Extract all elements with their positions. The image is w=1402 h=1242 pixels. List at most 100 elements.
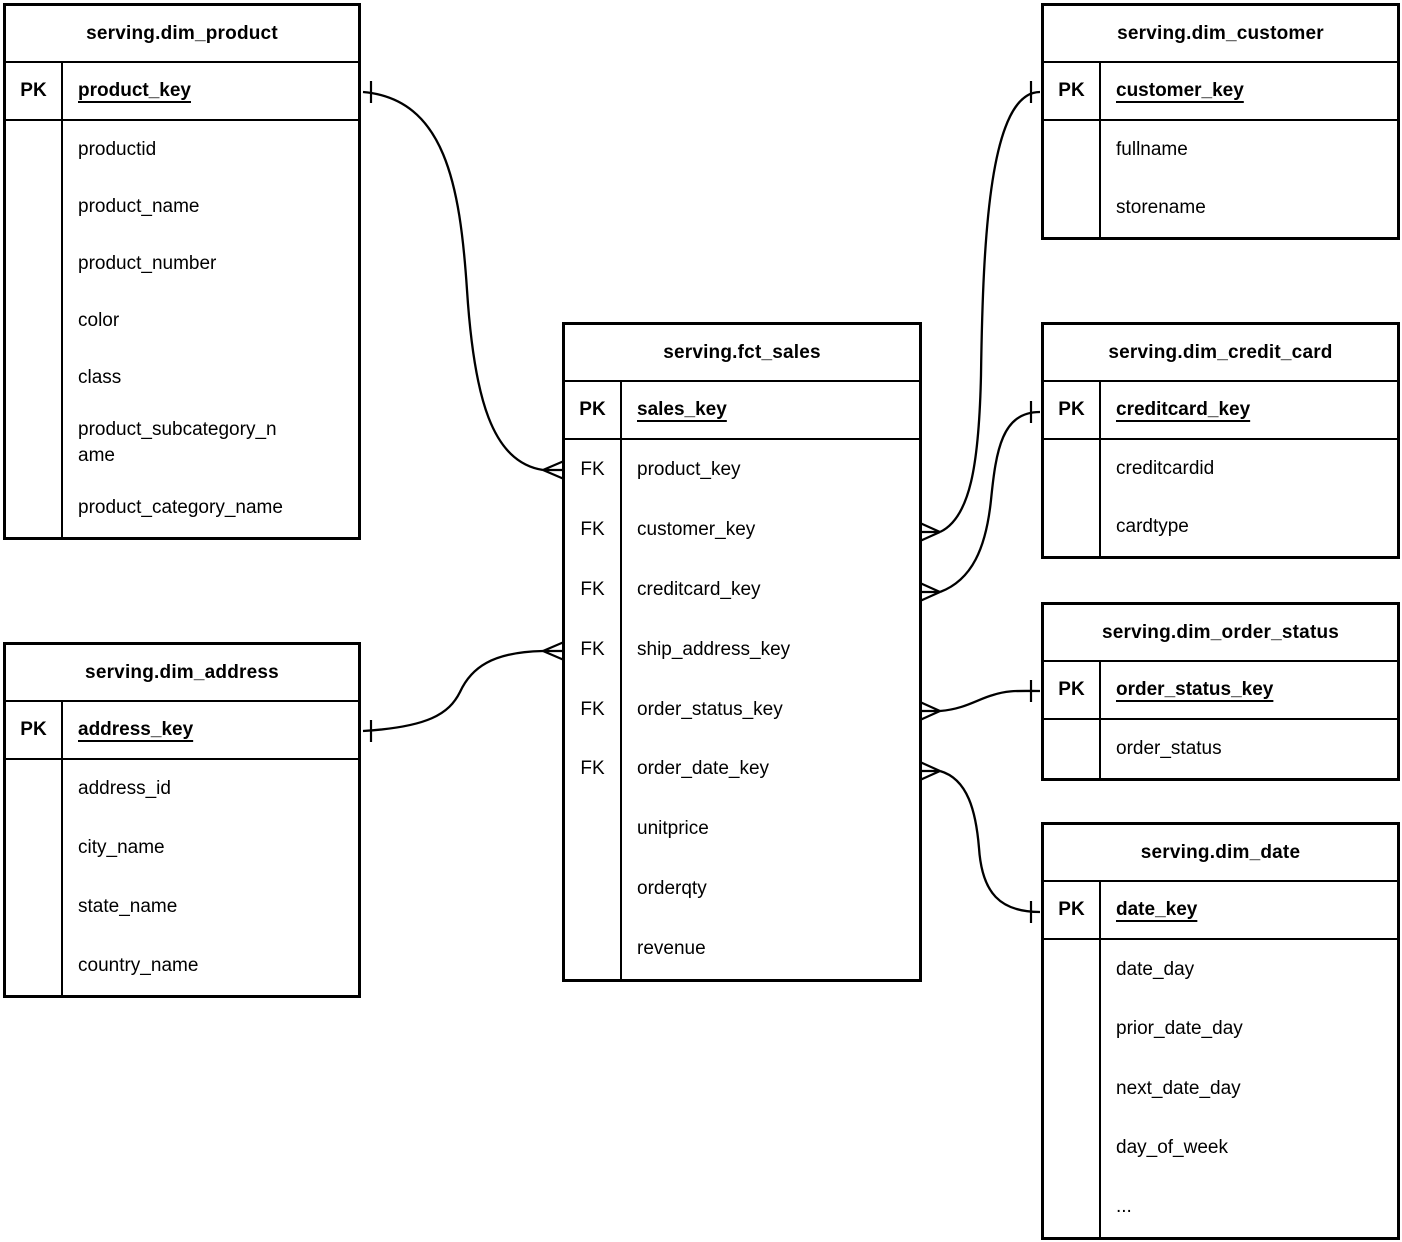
crow-foot-many-icon — [919, 581, 941, 603]
table-title: serving.dim_product — [6, 6, 358, 63]
key-label — [6, 936, 63, 995]
field-row: creditcardid — [1044, 440, 1397, 498]
key-label — [565, 799, 622, 860]
field-name: product_subcategory_name — [78, 419, 277, 467]
key-label — [6, 235, 63, 293]
field-name: prior_date_day — [1116, 1018, 1243, 1040]
key-label: PK — [1044, 662, 1101, 718]
crow-foot-many-icon — [919, 760, 941, 782]
key-label — [1044, 179, 1101, 237]
field-name: country_name — [78, 954, 199, 976]
field-row: day_of_week — [1044, 1118, 1397, 1178]
key-label — [6, 349, 63, 407]
field-name: order_status_key — [637, 698, 783, 720]
field-name: sales_key — [637, 399, 727, 420]
field-name: product_key — [78, 80, 191, 101]
field-row: country_name — [6, 936, 358, 995]
table-title: serving.dim_date — [1044, 825, 1397, 882]
key-label: PK — [1044, 63, 1101, 119]
key-label — [565, 859, 622, 920]
relationship-line — [939, 769, 1041, 914]
field-row: prior_date_day — [1044, 999, 1397, 1059]
field-row: order_status — [1044, 720, 1397, 778]
table-title: serving.fct_sales — [565, 325, 919, 382]
field-name: color — [78, 309, 120, 331]
field-row: productid — [6, 121, 358, 179]
key-label — [6, 877, 63, 937]
key-label — [6, 406, 63, 480]
field-name: creditcardid — [1116, 458, 1215, 479]
field-row: address_id — [6, 760, 358, 819]
field-name: ship_address_key — [637, 638, 791, 660]
key-label — [6, 818, 63, 878]
key-label — [6, 760, 63, 819]
field-name: address_key — [78, 719, 194, 740]
primary-key-row: PK sales_key — [565, 382, 919, 440]
key-label — [1044, 1118, 1101, 1178]
key-label — [1044, 1177, 1101, 1238]
key-label — [1044, 1058, 1101, 1119]
key-label: PK — [565, 382, 622, 438]
key-label — [6, 121, 63, 179]
relationship-line — [939, 689, 1041, 713]
relationship-line — [939, 410, 1041, 594]
key-label: PK — [1044, 882, 1101, 938]
crow-foot-many-icon — [919, 521, 941, 543]
field-row: date_day — [1044, 940, 1397, 1000]
field-row: orderqty — [565, 859, 919, 920]
key-label: FK — [565, 679, 622, 740]
key-label — [1044, 720, 1101, 778]
field-name: date_day — [1116, 958, 1195, 980]
relationship-product — [362, 81, 565, 481]
field-name: unitprice — [637, 818, 709, 840]
field-name: ... — [1116, 1196, 1132, 1218]
key-label: FK — [565, 499, 622, 560]
field-row: ... — [1044, 1177, 1397, 1238]
table-title: serving.dim_customer — [1044, 6, 1397, 63]
field-name: productid — [78, 138, 157, 160]
field-row: product_number — [6, 235, 358, 293]
field-name: customer_key — [637, 518, 756, 540]
field-name: product_number — [78, 252, 217, 274]
primary-key-row: PK address_key — [6, 702, 358, 760]
key-label — [565, 919, 622, 980]
field-row: product_name — [6, 178, 358, 236]
relationship-line — [362, 649, 544, 733]
key-label — [1044, 440, 1101, 498]
field-row: FK customer_key — [565, 499, 919, 560]
primary-key-row: PK product_key — [6, 63, 358, 121]
field-name: product_key — [637, 458, 741, 480]
key-label: PK — [6, 702, 63, 758]
key-label: PK — [6, 63, 63, 119]
field-row: city_name — [6, 818, 358, 878]
field-name: cardtype — [1116, 516, 1189, 537]
key-label: FK — [565, 559, 622, 620]
field-row: state_name — [6, 877, 358, 937]
field-row: product_category_name — [6, 479, 358, 537]
field-name: state_name — [78, 895, 178, 917]
key-label — [6, 479, 63, 537]
crow-foot-many-icon — [542, 459, 565, 481]
table-title: serving.dim_credit_card — [1044, 325, 1397, 382]
crow-foot-many-icon — [919, 700, 941, 722]
field-row: next_date_day — [1044, 1058, 1397, 1119]
field-row: unitprice — [565, 799, 919, 860]
field-name: orderqty — [637, 878, 707, 900]
key-label: PK — [1044, 382, 1101, 438]
